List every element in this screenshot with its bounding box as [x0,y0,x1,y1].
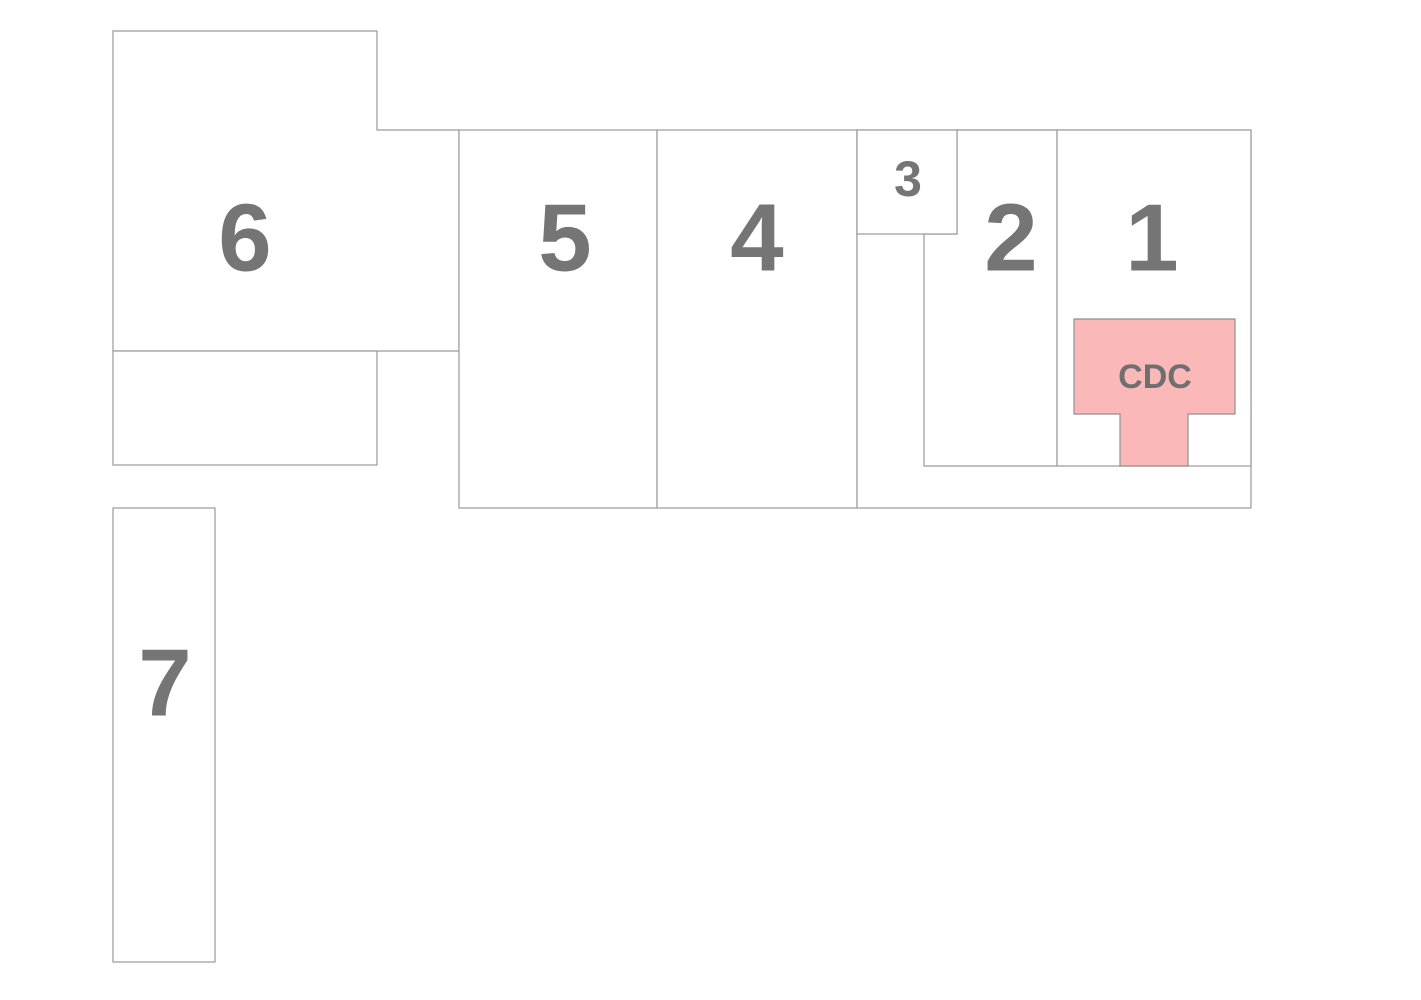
cdc-label: CDC [1118,358,1192,396]
building-4-outline [656,129,858,509]
building-4[interactable]: 4 [656,129,858,509]
building-5-label: 5 [538,184,591,291]
building-6-outline [112,30,460,352]
building-6[interactable]: 6 [112,30,460,352]
building-5-outline [458,129,658,509]
building-5[interactable]: 5 [458,129,658,509]
building-7-outline [112,507,216,963]
building-2-label: 2 [984,184,1037,291]
cdc-building-shape [1073,318,1236,467]
building-4-label: 4 [730,184,783,291]
cdc-building[interactable]: CDC [1073,318,1236,467]
building-7-label: 7 [138,629,191,736]
building-6-label: 6 [218,184,271,291]
building-1-label: 1 [1125,184,1178,291]
building-3[interactable]: 3 [856,129,958,235]
building-3-label: 3 [894,151,922,207]
building-6-annex[interactable] [112,350,378,466]
building-7[interactable]: 7 [112,507,216,963]
building-3-outline [856,129,958,235]
